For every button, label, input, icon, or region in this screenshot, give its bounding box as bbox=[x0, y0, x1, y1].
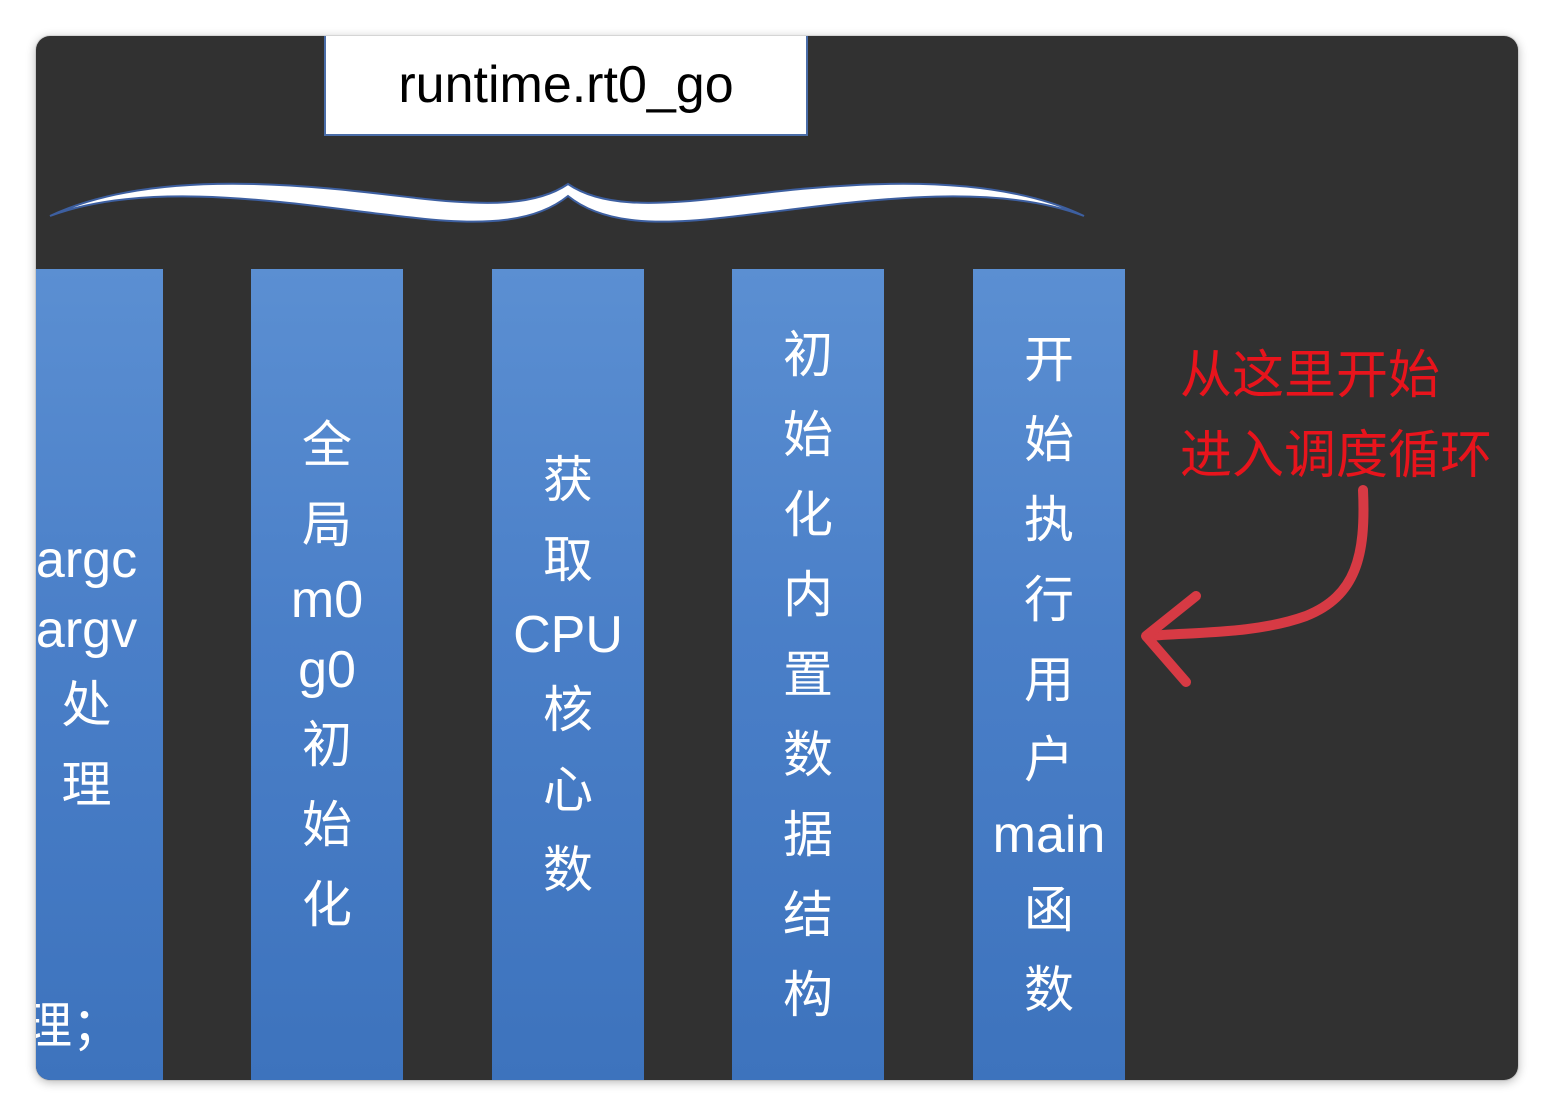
curly-brace bbox=[49, 182, 1085, 223]
step-text: 构 bbox=[783, 965, 833, 1024]
step-bar-builtin-data-structures: 初 始 化 内 置 数 据 结 构 bbox=[732, 269, 884, 1080]
step-text: 户 bbox=[1024, 730, 1074, 789]
function-title-box: runtime.rt0_go bbox=[324, 36, 808, 136]
step-text: 心 bbox=[543, 760, 593, 819]
step-text: 函 bbox=[1024, 880, 1074, 939]
step-text: 始 bbox=[302, 795, 352, 854]
step-text: CPU bbox=[513, 605, 623, 664]
function-title: runtime.rt0_go bbox=[398, 56, 734, 114]
scheduler-annotation: 从这里开始 进入调度循环 bbox=[1180, 336, 1492, 496]
step-text: 数 bbox=[543, 840, 593, 899]
step-text: 据 bbox=[783, 805, 833, 864]
step-text: argv bbox=[36, 600, 138, 659]
step-text: argc bbox=[36, 530, 138, 589]
step-text: 执 bbox=[1024, 490, 1074, 549]
step-text: 行 bbox=[1024, 570, 1074, 629]
truncated-code-fragment: 理； bbox=[36, 997, 122, 1055]
step-text: main bbox=[992, 805, 1106, 864]
step-text: 开 bbox=[1024, 330, 1074, 389]
step-text: 化 bbox=[302, 875, 352, 934]
step-text: 置 bbox=[783, 645, 833, 704]
step-text: 全 bbox=[302, 415, 352, 474]
step-text: 始 bbox=[1024, 410, 1074, 469]
step-text: g0 bbox=[298, 640, 356, 699]
annotation-line: 进入调度循环 bbox=[1180, 426, 1493, 486]
step-bar-cpu-count: 获 取 CPU 核 心 数 bbox=[492, 269, 644, 1080]
annotation-line: 从这里开始 bbox=[1180, 346, 1441, 406]
step-bar-user-main: 开 始 执 行 用 户 main 函 数 bbox=[973, 269, 1125, 1080]
step-text: 内 bbox=[783, 565, 833, 624]
step-bar-m0-g0-init: 全 局 m0 g0 初 始 化 bbox=[251, 269, 403, 1080]
step-text: 局 bbox=[302, 495, 352, 554]
step-text: 处 bbox=[61, 675, 112, 734]
step-text: 获 bbox=[543, 450, 593, 509]
step-text: 取 bbox=[543, 530, 593, 589]
step-text: 初 bbox=[302, 715, 352, 774]
step-text: 数 bbox=[783, 725, 833, 784]
step-text: 数 bbox=[1024, 960, 1074, 1019]
step-text: 化 bbox=[783, 485, 833, 544]
step-text: 初 bbox=[783, 325, 833, 384]
step-bar-argc-argv: argc argv 处 理 bbox=[36, 269, 163, 1080]
diagram-canvas: runtime.rt0_go argc argv 处 理 全 局 m0 g0 初… bbox=[36, 36, 1518, 1080]
step-text: 核 bbox=[543, 680, 593, 739]
step-text: 理 bbox=[61, 755, 112, 814]
step-text: m0 bbox=[290, 570, 364, 629]
curved-arrow-icon bbox=[1141, 485, 1369, 687]
step-text: 始 bbox=[783, 405, 833, 464]
step-text: 用 bbox=[1024, 650, 1074, 709]
step-text: 结 bbox=[783, 885, 833, 944]
